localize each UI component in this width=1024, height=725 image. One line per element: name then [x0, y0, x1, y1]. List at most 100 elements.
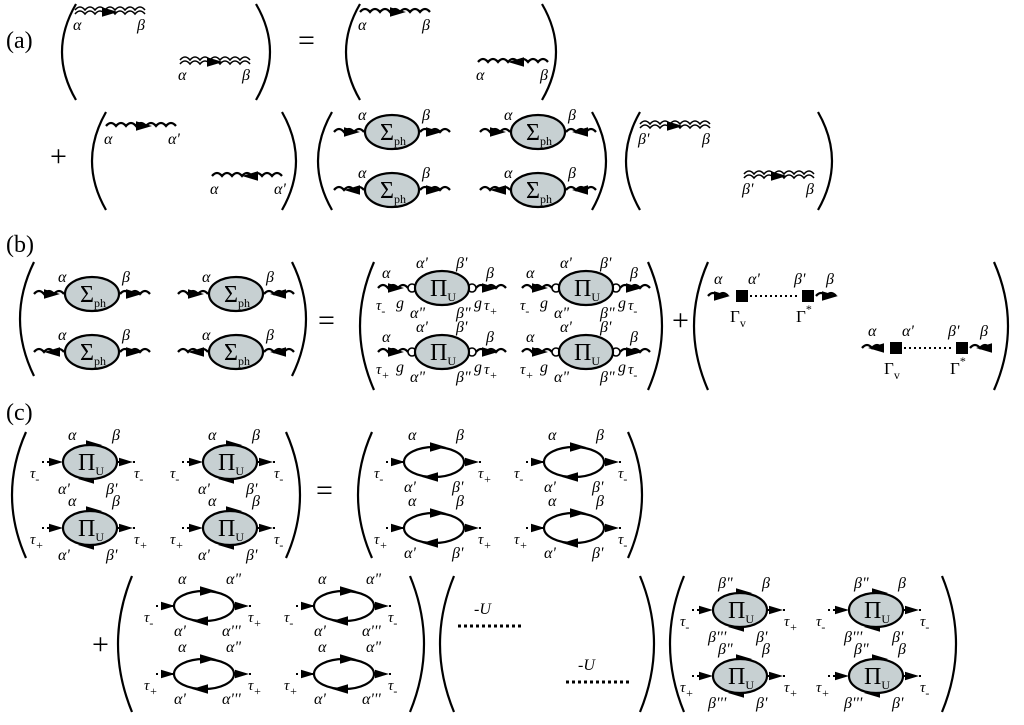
arrowhead-icon: [626, 347, 642, 357]
label-beta: β: [265, 269, 274, 286]
label-tau-left: τ+: [520, 362, 533, 382]
label-beta: β: [567, 165, 576, 182]
label-alpha: α: [178, 639, 187, 656]
sigma-symbol: Σph: [526, 120, 552, 148]
tau-sign: -: [139, 472, 143, 486]
arrowhead-icon: [49, 523, 63, 533]
label-top-right: α": [226, 571, 241, 588]
label-alpha: α: [68, 427, 77, 444]
pi-bubble: [557, 269, 615, 307]
label-tau-right: τ+: [484, 362, 497, 382]
tau-sign: +: [139, 538, 147, 552]
paren-c4-right: [638, 575, 656, 713]
label-beta-prime: β': [947, 323, 960, 340]
arrowhead-icon: [822, 291, 838, 301]
electron-loop: [402, 445, 466, 479]
phonon-line: [477, 57, 549, 64]
pi-symbol: ΠU: [78, 516, 104, 544]
sigma-subscript: ph: [394, 134, 406, 148]
label-tau-left: τ+: [284, 678, 297, 698]
paren-b1-left: [18, 261, 35, 377]
pi-bubble: [711, 657, 769, 695]
phonon-leg-right: [119, 347, 151, 354]
sigma-subscript: ph: [540, 192, 552, 206]
plus-sign-a: +: [50, 140, 67, 173]
paren-c5-right: [940, 575, 958, 713]
arrowhead-icon: [562, 472, 578, 482]
sigma-bubble: [509, 113, 567, 151]
label-tau-right: τ-: [628, 362, 637, 382]
electron-loop: [172, 657, 236, 691]
arrowhead-icon: [426, 127, 442, 137]
label-beta: β: [979, 323, 988, 340]
tau-sign: +: [789, 686, 797, 700]
sigma-subscript: ph: [238, 296, 250, 310]
paren-a1-left: [61, 3, 77, 101]
phonon-leg-left: [33, 347, 65, 354]
tau-sign: -: [925, 686, 929, 700]
arrowhead-icon: [332, 616, 348, 626]
label-alpha: α: [58, 327, 67, 344]
self-energy-bubble: Σph: [63, 333, 121, 371]
label-end: β: [805, 181, 814, 198]
label-tau-right: τ+: [248, 610, 261, 630]
label-alpha-prime: β''': [707, 695, 727, 712]
tau-sign: +: [519, 538, 527, 552]
polarization-bubble: ΠU: [61, 509, 119, 547]
phonon-leg-right: [475, 347, 507, 354]
label-beta-prime: β': [891, 629, 904, 646]
label-end: β: [701, 131, 710, 148]
label-alpha-prime: β''': [707, 629, 727, 646]
sigma-subscript: ph: [238, 354, 250, 368]
tau-sign: -: [175, 472, 179, 486]
phonon-leg-left: [521, 347, 553, 354]
arrowhead-icon: [200, 654, 216, 664]
label-end: β: [421, 17, 430, 34]
self-energy-bubble: Σph: [363, 113, 421, 151]
polarization-bubble: ΠU: [201, 443, 259, 481]
panel-label-b: (b): [6, 232, 34, 258]
label-alpha-prime: α': [404, 545, 416, 562]
paren-c2-right: [626, 431, 644, 559]
label-tau-left: τ+: [30, 532, 43, 552]
label-tau-right: τ-: [618, 466, 627, 486]
label-tau-left: τ+: [376, 362, 389, 382]
arrowhead-icon: [332, 684, 348, 694]
vertex-square-icon: [956, 342, 968, 354]
coupling-g-right: g: [618, 359, 626, 376]
label-tau-left: τ-: [30, 466, 39, 486]
arrowhead-icon: [340, 654, 356, 664]
label-alpha: α: [208, 493, 217, 510]
arrowhead-icon: [49, 457, 63, 467]
pi-subscript: U: [235, 464, 244, 478]
coupling-g-left: g: [396, 359, 404, 376]
gamma-star: *: [960, 354, 966, 368]
sigma-subscript: ph: [394, 192, 406, 206]
label-tau-left: τ+: [514, 532, 527, 552]
arrowhead-icon: [465, 457, 479, 467]
interaction-label-22: -U: [578, 657, 596, 674]
label-tau-right: τ-: [134, 466, 143, 486]
phonon-leg-left: [707, 291, 729, 298]
paren-a4-left: [317, 111, 333, 211]
arrowhead-icon: [161, 601, 175, 611]
arrowhead-icon: [531, 523, 545, 533]
arrowhead-icon: [391, 523, 405, 533]
phonon-leg-right: [419, 127, 451, 134]
tau-sign: +: [253, 684, 261, 698]
label-alpha: α: [408, 427, 417, 444]
arrowhead-icon: [259, 457, 273, 467]
paren-a4-right: [591, 111, 607, 211]
label-alpha-prime: α': [198, 481, 210, 498]
polarization-bubble: ΠU: [413, 333, 471, 371]
arrowhead-icon: [161, 669, 175, 679]
phonon-leg-left: [479, 185, 511, 192]
label-bottom-right: α''': [222, 691, 241, 708]
label-beta-prime: β': [793, 271, 806, 288]
label-alpha-prime: α': [416, 255, 428, 272]
interaction-label-11: -U: [474, 601, 492, 618]
